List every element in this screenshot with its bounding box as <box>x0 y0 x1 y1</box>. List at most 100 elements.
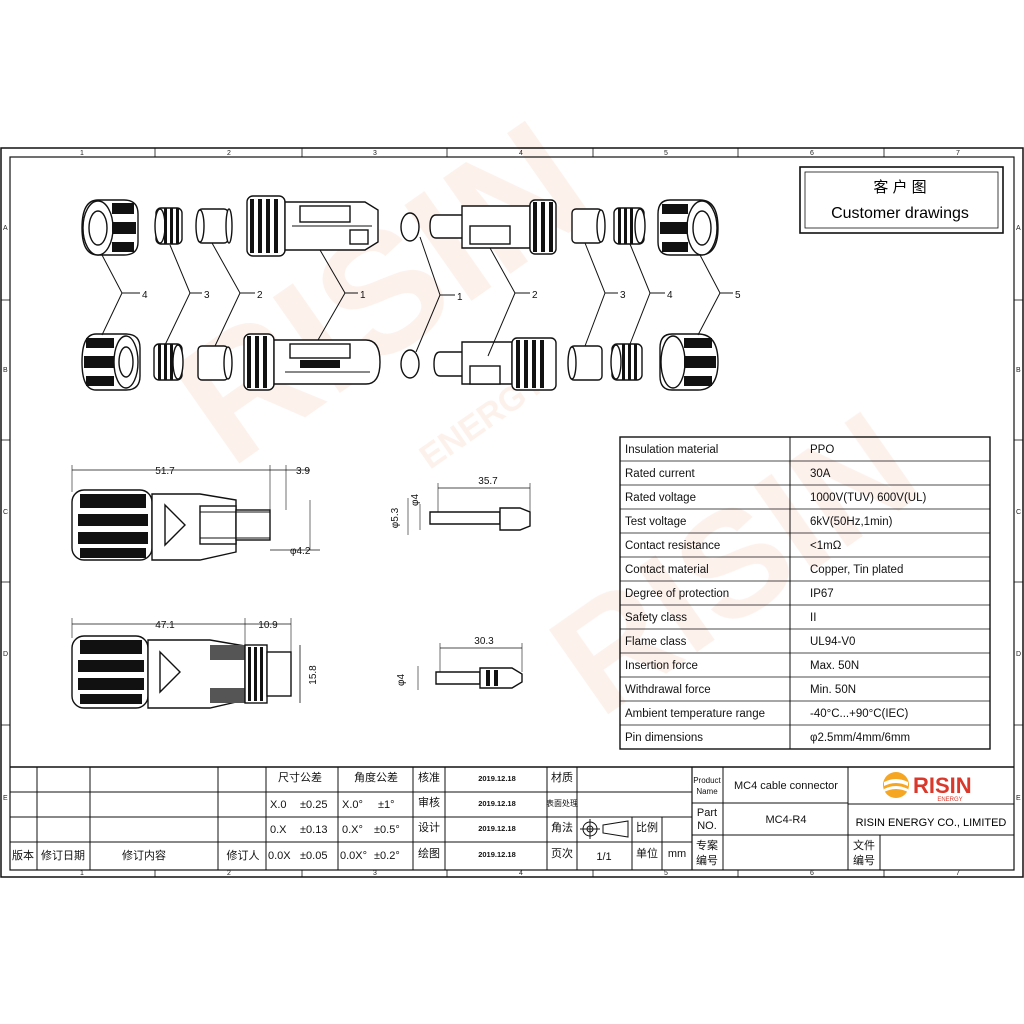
spec-value: -40°C...+90°C(IEC) <box>810 708 909 720</box>
housing-left-top <box>246 195 379 257</box>
spec-label: Withdrawal force <box>625 684 711 696</box>
spec-value: PPO <box>810 444 834 456</box>
callout-right-1: 1 <box>457 292 463 303</box>
housing-right-top <box>429 199 557 255</box>
page-label: 页次 <box>551 846 573 860</box>
tol-size-row-2: 0.X <box>270 824 287 836</box>
exploded-view-bottom <box>81 333 719 391</box>
tol-sizetol-row-2: ±0.13 <box>300 824 327 836</box>
callout-right-3: 3 <box>620 290 626 301</box>
bushing-left-top <box>195 208 233 244</box>
callout-right-2: 2 <box>532 290 538 301</box>
size-tol-label: 尺寸公差 <box>278 770 322 784</box>
company-brand-sub: ENERGY <box>937 797 962 803</box>
dim-pin-dia-a: φ4 <box>410 494 421 506</box>
spec-label: Ambient temperature range <box>625 708 765 720</box>
dim-pin-len-a: 35.7 <box>478 476 498 487</box>
pin-view-2: 30.3 φ4 <box>396 636 523 690</box>
seal-left-top <box>154 207 183 245</box>
zone-col-4-bottom: 4 <box>519 870 523 877</box>
dim-length-a: 51.7 <box>155 466 175 477</box>
spec-label: Contact resistance <box>625 540 720 552</box>
tol-angle-row-3: 0.0X° <box>340 850 367 862</box>
spec-value: Max. 50N <box>810 660 859 672</box>
outer-frame <box>0 147 1024 878</box>
rev-header-content: 修订内容 <box>122 848 166 862</box>
unit-value: mm <box>668 848 686 860</box>
spec-value: UL94-V0 <box>810 636 855 648</box>
housing-left-bottom <box>243 333 381 391</box>
zone-col-1: 1 <box>80 150 84 157</box>
header-title-en: Customer drawings <box>831 205 969 222</box>
review-date: 2019.12.18 <box>478 799 516 808</box>
zone-row-b-right: B <box>1016 367 1021 374</box>
zone-col-4: 4 <box>519 150 523 157</box>
project-label-2: 编号 <box>696 853 718 867</box>
spec-value: IP67 <box>810 588 834 600</box>
watermark-brand-2: RISIN <box>522 379 946 746</box>
rev-header-person: 修订人 <box>227 848 260 862</box>
angle-method-label: 角法 <box>551 820 573 834</box>
nut-right-top <box>657 199 719 256</box>
zone-row-a: A <box>3 225 8 232</box>
draw-date: 2019.12.18 <box>478 850 516 859</box>
zone-row-d-right: D <box>1016 651 1021 658</box>
dim-length-d: 10.9 <box>258 620 278 631</box>
callout-numbers: 4 3 2 1 1 2 3 4 5 <box>142 290 741 303</box>
title-block <box>10 766 1014 870</box>
tol-sizetol-row-3: ±0.05 <box>300 850 327 862</box>
callout-leaders <box>101 236 733 357</box>
project-label-1: 专案 <box>696 838 718 852</box>
dim-length-b: 3.9 <box>296 466 310 477</box>
tol-size-row-3: 0.0X <box>268 850 291 862</box>
zone-col-6-bottom: 6 <box>810 870 814 877</box>
spec-value: II <box>810 612 816 624</box>
zone-col-7: 7 <box>956 150 960 157</box>
seal-right-top <box>613 207 646 245</box>
dim-height-a: 15.8 <box>308 665 319 685</box>
zone-row-b: B <box>3 367 8 374</box>
file-label-1: 文件 <box>853 838 875 852</box>
bushing-left-bottom <box>197 345 233 381</box>
tol-angletol-row-2: ±0.5° <box>374 824 400 836</box>
spec-label: Rated current <box>625 468 695 480</box>
zone-row-e: E <box>3 795 8 802</box>
approve-label: 核准 <box>418 770 440 784</box>
zone-ticks <box>1 148 1023 877</box>
dim-pin-dia-c: φ4 <box>396 674 407 686</box>
spec-label: Safety class <box>625 612 687 624</box>
zone-row-e-right: E <box>1016 795 1021 802</box>
zone-col-3-bottom: 3 <box>373 870 377 877</box>
file-label-2: 编号 <box>853 853 875 867</box>
spec-value: <1mΩ <box>810 540 842 552</box>
sun-logo-icon <box>883 772 909 798</box>
callout-right-5: 5 <box>735 290 741 301</box>
angle-tol-label: 角度公差 <box>354 770 398 784</box>
zone-row-d: D <box>3 651 8 658</box>
tol-size-row-1: X.0 <box>270 799 287 811</box>
header-box: 客 户 图 Customer drawings <box>799 166 1004 234</box>
part-no: MC4-R4 <box>766 814 807 826</box>
design-label: 设计 <box>418 821 440 834</box>
zone-col-6: 6 <box>810 150 814 157</box>
callout-right-4: 4 <box>667 290 673 301</box>
pin-view-1: 35.7 φ4 φ5.3 <box>390 476 531 535</box>
zone-row-a-right: A <box>1016 225 1021 232</box>
company-logo: RISIN ENERGY <box>883 772 972 803</box>
rev-header-date: 修订日期 <box>41 848 85 862</box>
watermark-brand: RISIN <box>142 85 622 501</box>
company-name: RISIN ENERGY CO., LIMITED <box>856 817 1007 829</box>
unit-label: 单位 <box>636 846 658 860</box>
zone-labels: 1 2 3 4 5 6 7 1 2 3 4 5 6 7 A B C D E A … <box>3 150 1021 877</box>
spec-label: Contact material <box>625 564 709 576</box>
spec-label: Insulation material <box>625 444 718 456</box>
zone-col-7-bottom: 7 <box>956 870 960 877</box>
spec-label: Pin dimensions <box>625 732 703 744</box>
assembly-view-2: 47.1 10.9 15.8 <box>71 618 319 709</box>
dim-pin-len-b: 30.3 <box>474 636 494 647</box>
tol-sizetol-row-1: ±0.25 <box>300 799 327 811</box>
dim-length-c: 47.1 <box>155 620 175 631</box>
review-label: 审核 <box>418 795 440 809</box>
oring-top <box>400 212 420 242</box>
part-label-1: Part <box>697 807 717 819</box>
